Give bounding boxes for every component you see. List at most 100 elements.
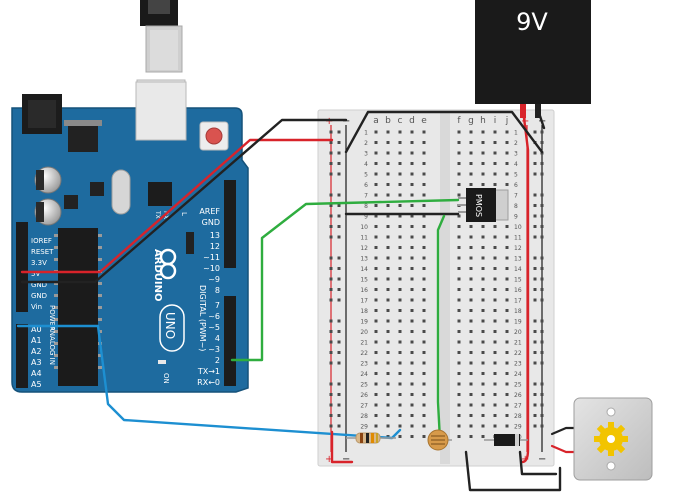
breadboard-hole[interactable] xyxy=(457,172,461,176)
breadboard-hole[interactable] xyxy=(493,256,497,260)
breadboard-hole[interactable] xyxy=(493,382,497,386)
rail-hole[interactable] xyxy=(533,298,537,302)
breadboard-hole[interactable] xyxy=(398,162,402,165)
dc-motor[interactable] xyxy=(573,397,653,481)
breadboard-hole[interactable] xyxy=(493,319,497,323)
breadboard-hole[interactable] xyxy=(374,141,378,144)
breadboard-hole[interactable] xyxy=(410,435,414,438)
breadboard-hole[interactable] xyxy=(493,414,497,417)
breadboard-hole[interactable] xyxy=(493,267,497,270)
breadboard-hole[interactable] xyxy=(481,235,485,239)
breadboard-hole[interactable] xyxy=(457,424,461,428)
breadboard-hole[interactable] xyxy=(505,256,509,260)
breadboard-hole[interactable] xyxy=(481,435,485,438)
breadboard-hole[interactable] xyxy=(422,361,426,365)
breadboard-hole[interactable] xyxy=(410,414,414,417)
breadboard-hole[interactable] xyxy=(386,141,390,144)
breadboard-hole[interactable] xyxy=(410,393,414,396)
breadboard-hole[interactable] xyxy=(386,256,390,260)
breadboard-hole[interactable] xyxy=(505,277,509,281)
breadboard-hole[interactable] xyxy=(505,246,509,249)
breadboard-hole[interactable] xyxy=(398,403,402,407)
breadboard-hole[interactable] xyxy=(422,424,426,428)
rail-hole[interactable] xyxy=(533,267,537,270)
rail-hole[interactable] xyxy=(540,382,544,386)
breadboard-hole[interactable] xyxy=(410,403,414,407)
breadboard-hole[interactable] xyxy=(422,130,426,134)
breadboard-hole[interactable] xyxy=(374,235,378,239)
breadboard-hole[interactable] xyxy=(422,330,426,333)
rail-hole[interactable] xyxy=(540,361,544,365)
breadboard-hole[interactable] xyxy=(386,225,390,228)
breadboard-hole[interactable] xyxy=(386,393,390,396)
breadboard-hole[interactable] xyxy=(493,225,497,228)
breadboard-hole[interactable] xyxy=(493,235,497,239)
breadboard-hole[interactable] xyxy=(374,225,378,228)
rail-hole[interactable] xyxy=(337,193,341,197)
breadboard-hole[interactable] xyxy=(386,351,390,354)
rail-hole[interactable] xyxy=(337,277,341,281)
breadboard-hole[interactable] xyxy=(457,288,461,291)
rail-hole[interactable] xyxy=(329,319,333,323)
rail-hole[interactable] xyxy=(540,214,544,218)
breadboard-hole[interactable] xyxy=(457,393,461,396)
breadboard-hole[interactable] xyxy=(386,319,390,323)
rail-hole[interactable] xyxy=(329,141,333,144)
breadboard-hole[interactable] xyxy=(422,267,426,270)
battery-9v[interactable]: 9V xyxy=(475,0,591,118)
rail-hole[interactable] xyxy=(533,172,537,176)
breadboard-hole[interactable] xyxy=(422,298,426,302)
rail-hole[interactable] xyxy=(329,393,333,396)
breadboard-hole[interactable] xyxy=(457,246,461,249)
breadboard-hole[interactable] xyxy=(410,267,414,270)
rail-hole[interactable] xyxy=(329,298,333,302)
breadboard-hole[interactable] xyxy=(505,183,509,186)
rail-hole[interactable] xyxy=(337,330,341,333)
breadboard-hole[interactable] xyxy=(422,235,426,239)
rail-hole[interactable] xyxy=(533,414,537,417)
breadboard-hole[interactable] xyxy=(398,256,402,260)
breadboard-hole[interactable] xyxy=(374,162,378,165)
breadboard-hole[interactable] xyxy=(469,288,473,291)
breadboard-hole[interactable] xyxy=(505,172,509,176)
breadboard-hole[interactable] xyxy=(469,372,473,375)
breadboard-hole[interactable] xyxy=(410,319,414,323)
breadboard-hole[interactable] xyxy=(481,361,485,365)
breadboard-hole[interactable] xyxy=(505,361,509,365)
breadboard-hole[interactable] xyxy=(457,351,461,354)
breadboard-hole[interactable] xyxy=(457,403,461,407)
breadboard-hole[interactable] xyxy=(398,393,402,396)
rail-hole[interactable] xyxy=(329,424,333,428)
breadboard-hole[interactable] xyxy=(469,414,473,417)
breadboard-hole[interactable] xyxy=(374,382,378,386)
breadboard-hole[interactable] xyxy=(505,235,509,239)
rail-hole[interactable] xyxy=(533,214,537,218)
breadboard-hole[interactable] xyxy=(374,414,378,417)
rail-hole[interactable] xyxy=(329,403,333,407)
breadboard-hole[interactable] xyxy=(481,309,485,312)
breadboard-hole[interactable] xyxy=(493,424,497,428)
breadboard-hole[interactable] xyxy=(493,340,497,344)
breadboard-hole[interactable] xyxy=(374,172,378,176)
breadboard-hole[interactable] xyxy=(457,361,461,365)
rail-hole[interactable] xyxy=(337,141,341,144)
breadboard-hole[interactable] xyxy=(493,403,497,407)
rail-hole[interactable] xyxy=(533,193,537,197)
breadboard-hole[interactable] xyxy=(457,130,461,134)
breadboard-hole[interactable] xyxy=(481,246,485,249)
breadboard-hole[interactable] xyxy=(398,414,402,417)
breadboard-hole[interactable] xyxy=(505,225,509,228)
breadboard-hole[interactable] xyxy=(469,246,473,249)
breadboard-hole[interactable] xyxy=(374,183,378,186)
breadboard-hole[interactable] xyxy=(469,424,473,428)
breadboard-hole[interactable] xyxy=(481,151,485,155)
rail-hole[interactable] xyxy=(540,256,544,260)
rail-hole[interactable] xyxy=(540,141,544,144)
breadboard-hole[interactable] xyxy=(457,382,461,386)
rail-hole[interactable] xyxy=(329,288,333,291)
breadboard-hole[interactable] xyxy=(481,130,485,134)
breadboard-hole[interactable] xyxy=(386,277,390,281)
breadboard-hole[interactable] xyxy=(505,330,509,333)
breadboard-hole[interactable] xyxy=(398,141,402,144)
breadboard-hole[interactable] xyxy=(386,183,390,186)
